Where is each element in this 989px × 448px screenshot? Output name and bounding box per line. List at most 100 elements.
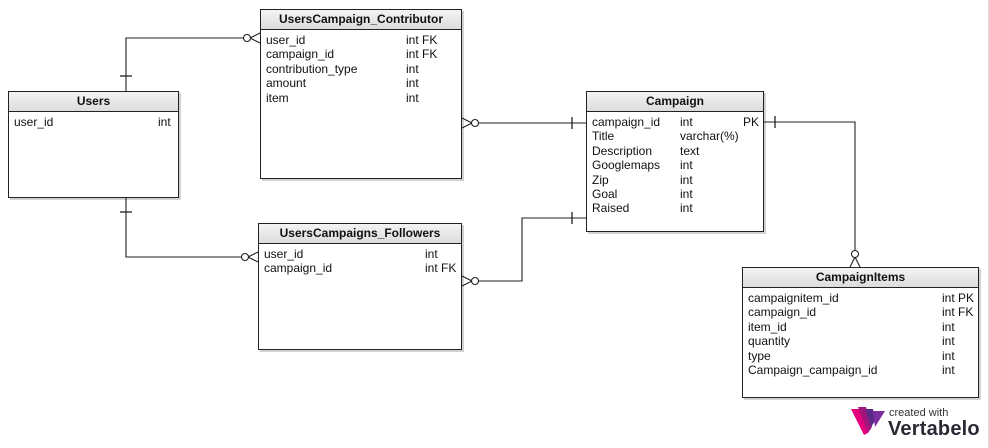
table-users[interactable]: Users user_id int: [8, 91, 179, 198]
column-row: Googlemaps int: [587, 158, 763, 172]
column-row: Raised int: [587, 201, 763, 215]
column-name: user_id: [264, 247, 304, 261]
column-name: type: [748, 348, 771, 363]
many-mark-campaign-items-part: [849, 256, 856, 268]
many-mark-campaign-followers-part: [470, 276, 480, 286]
column-type: int: [406, 61, 419, 76]
column-row: quantity int: [743, 334, 978, 348]
column-type: int FK: [406, 47, 438, 62]
column-name: Raised: [592, 201, 630, 216]
column-row: user_id int: [9, 115, 178, 129]
link-campaign-items: [764, 121, 856, 251]
many-mark-campaign-items-part: [854, 256, 861, 268]
column-name: item: [266, 90, 289, 105]
watermark-tagline: created with: [889, 407, 949, 419]
many-mark-campaign-items: [849, 249, 861, 268]
column-row: item_id int: [743, 320, 978, 334]
many-mark-users-followers-part: [247, 256, 259, 263]
watermark-brand: Vertabelo: [888, 418, 980, 440]
column-type: int: [680, 201, 693, 216]
many-mark-campaign-contributor: [461, 117, 480, 129]
column-name: Description: [592, 143, 653, 158]
column-type: int: [406, 76, 419, 91]
table-title: CampaignItems: [743, 268, 978, 288]
column-row: Goal int: [587, 187, 763, 201]
table-title: UsersCampaigns_Followers: [259, 224, 461, 244]
column-row: Description text: [587, 144, 763, 158]
column-type: int: [680, 158, 693, 173]
column-type: int FK: [942, 305, 974, 320]
many-mark-users-followers: [240, 251, 259, 263]
vertabelo-logo-icon: [851, 407, 885, 435]
column-type: int: [942, 362, 955, 377]
column-type: int: [425, 247, 438, 261]
vertabelo-logo: created with Vertabelo: [851, 405, 981, 441]
column-row: item int: [261, 91, 461, 105]
column-type: text: [680, 143, 700, 158]
many-mark-campaign-contributor-part: [461, 117, 473, 124]
column-row: amount int: [261, 76, 461, 90]
column-name: campaign_id: [266, 47, 335, 62]
column-name: campaignitem_id: [748, 291, 839, 305]
table-title: Campaign: [587, 92, 763, 112]
column-type: int: [942, 334, 955, 349]
column-row: contribution_type int: [261, 62, 461, 76]
column-type: int PK: [942, 291, 975, 305]
many-mark-campaign-items-part: [850, 249, 860, 259]
column-name: Zip: [592, 172, 609, 187]
column-name: Campaign_campaign_id: [748, 362, 878, 377]
link-users-followers: [125, 198, 246, 258]
link-campaign-followers: [478, 217, 586, 282]
column-name: campaign_id: [264, 261, 333, 276]
column-row: campaignitem_id int PK: [743, 291, 978, 305]
column-type: int: [942, 348, 955, 363]
column-key: PK: [743, 115, 760, 129]
many-mark-campaign-followers-part: [461, 280, 473, 287]
link-users-contributor: [125, 37, 248, 91]
column-name: quantity: [748, 334, 791, 349]
column-row: Zip int: [587, 173, 763, 187]
column-name: Title: [592, 129, 615, 144]
column-name: campaign_id: [592, 115, 661, 129]
column-name: contribution_type: [266, 61, 358, 76]
many-mark-users-contributor: [242, 32, 261, 44]
column-name: amount: [266, 76, 307, 91]
column-type: int FK: [406, 33, 438, 47]
table-title: UsersCampaign_Contributor: [261, 10, 461, 30]
many-mark-campaign-followers: [461, 275, 480, 287]
column-type: int: [680, 115, 693, 129]
many-mark-users-followers-part: [247, 251, 259, 258]
column-type: int: [406, 90, 419, 105]
column-type: int: [158, 115, 171, 129]
column-type: int: [680, 172, 693, 187]
many-mark-campaign-contributor-part: [461, 122, 473, 129]
many-mark-campaign-contributor-part: [470, 118, 480, 128]
column-name: user_id: [14, 115, 54, 129]
table-title: Users: [9, 92, 178, 112]
column-type: int: [942, 319, 955, 334]
column-row: Campaign_campaign_id int: [743, 363, 978, 377]
column-name: user_id: [266, 33, 306, 47]
column-row: user_id int: [259, 247, 461, 261]
column-row: campaign_id int FK: [259, 261, 461, 275]
column-name: Goal: [592, 186, 618, 201]
column-type: int: [680, 186, 693, 201]
column-name: campaign_id: [748, 305, 817, 320]
column-name: Googlemaps: [592, 158, 661, 173]
column-row: campaign_id int FK: [743, 305, 978, 319]
many-mark-users-contributor-part: [249, 32, 261, 39]
column-row: user_id int FK: [261, 33, 461, 47]
many-mark-users-followers-part: [240, 252, 250, 262]
column-row: campaign_id int PK: [587, 115, 763, 129]
many-mark-users-contributor-part: [242, 33, 252, 43]
column-type: int FK: [425, 261, 457, 276]
column-row: type int: [743, 349, 978, 363]
column-name: item_id: [748, 319, 787, 334]
